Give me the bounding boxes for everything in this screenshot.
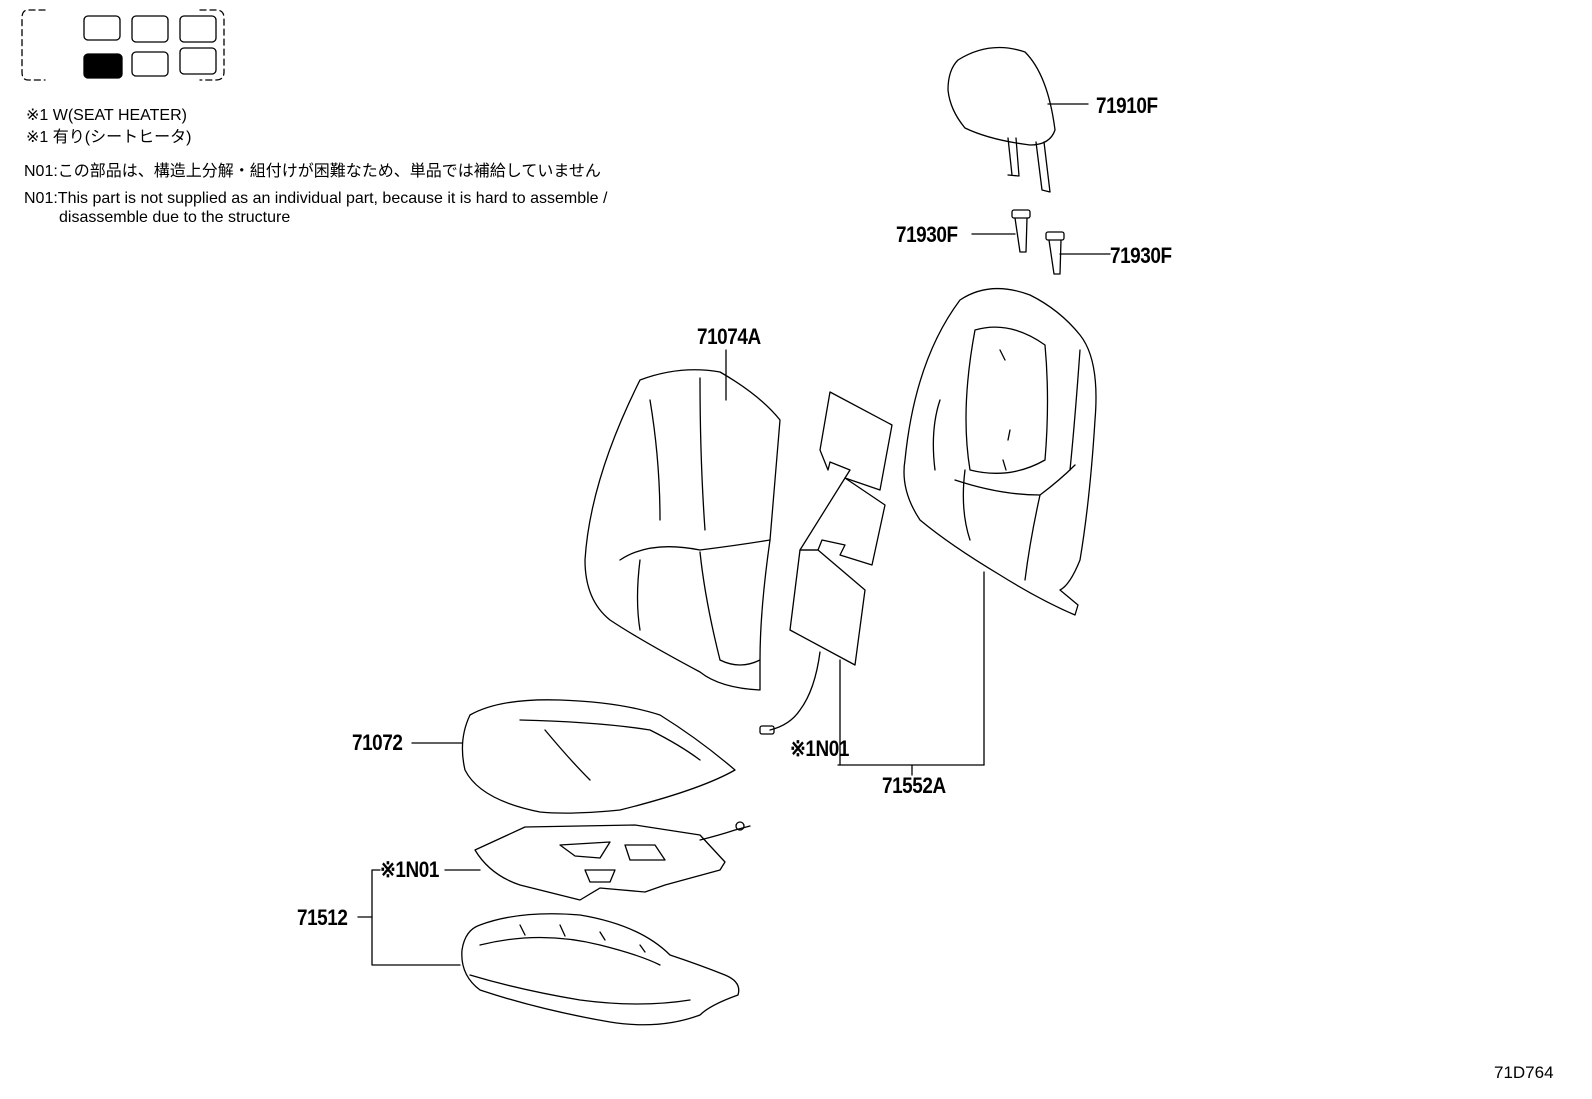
label-seat-back-heater: ※1N01 [790,736,849,761]
label-headrest-guide-left: 71930F [896,222,958,247]
seat-back-cover [585,370,780,690]
label-seat-cushion-pad: 71512 [297,905,348,930]
note-n01-en-line1: N01:This part is not supplied as an indi… [24,190,608,207]
headrest-guide-left [1012,210,1030,252]
note-seat-heater-jp: ※1 有り(シートヒータ) [26,129,192,146]
seat-back-pad [904,289,1096,615]
headrest [948,48,1055,193]
leader-cushion-bracket [372,870,460,965]
label-headrest: 71910F [1096,93,1158,118]
note-seat-heater-en: ※1 W(SEAT HEATER) [26,107,187,124]
note-n01-jp: N01:この部品は、構造上分解・組付けが困難なため、単品では補給していません [24,163,601,180]
seat-back-heater [760,392,892,734]
label-seat-cushion-heater: ※1N01 [380,857,439,882]
label-seat-back-cover: 71074A [697,324,761,349]
seat-cushion-cover [462,700,735,813]
seat-position-grid-icon [22,10,224,80]
note-n01-en-line2: disassemble due to the structure [59,209,291,226]
label-seat-back-pad: 71552A [882,773,946,798]
seat-cushion-pad [462,914,739,1025]
label-seat-cushion-cover: 71072 [352,730,403,755]
diagram-id: 71D764 [1494,1063,1554,1082]
seat-cushion-heater [475,822,750,900]
label-headrest-guide-right: 71930F [1110,243,1172,268]
headrest-guide-right [1046,232,1064,274]
